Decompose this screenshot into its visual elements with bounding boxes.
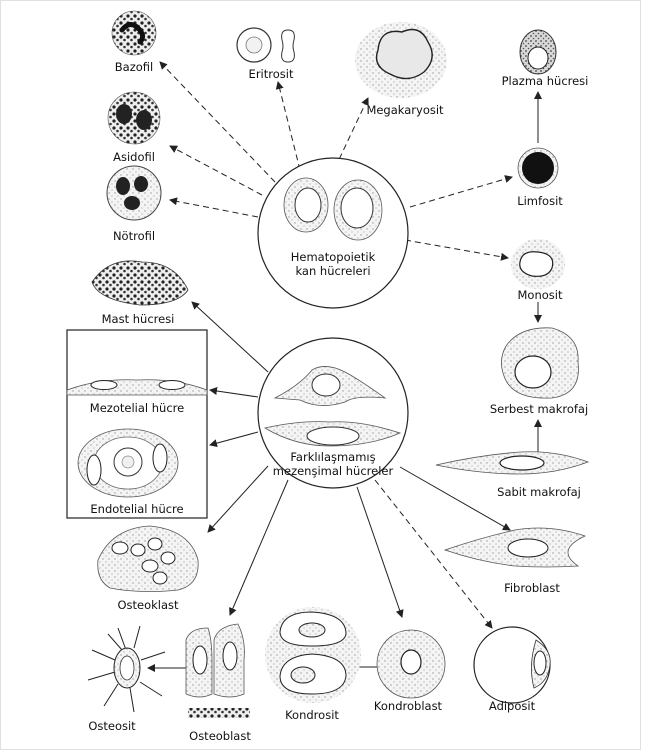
label-kondroblast: Kondroblast bbox=[373, 699, 443, 713]
monosit-cell bbox=[511, 239, 565, 289]
mesenchymal-arrows bbox=[147, 301, 511, 672]
endotelial-cell bbox=[77, 428, 179, 498]
bazofil-cell bbox=[111, 10, 157, 56]
kondrosit-cell bbox=[265, 607, 361, 703]
label-adiposit: Adiposit bbox=[488, 699, 536, 713]
arrow-to-megakaryosit bbox=[334, 97, 369, 169]
arrow-to-osteoblast bbox=[229, 479, 289, 616]
hematopoietic-label-line1: Hematopoietik bbox=[290, 250, 376, 264]
hematopoietic-arrows bbox=[159, 61, 513, 261]
arrow-to-adiposit bbox=[374, 479, 493, 629]
arrow-to-endotelial bbox=[209, 431, 259, 448]
label-monosit: Monosit bbox=[517, 288, 563, 302]
kondroblast-cell bbox=[376, 629, 446, 699]
label-mezotelial: Mezotelial hücre bbox=[89, 401, 185, 415]
label-asidofil: Asidofil bbox=[113, 150, 155, 164]
arrow-to-notrofil bbox=[169, 197, 259, 218]
label-kondrosit: Kondrosit bbox=[285, 708, 339, 722]
fibroblast-cell bbox=[443, 527, 587, 568]
osteosit-cell bbox=[87, 625, 166, 713]
mesenchymal-cells bbox=[263, 366, 402, 447]
arrow-to-mezotelial bbox=[209, 387, 259, 398]
mast-cell bbox=[91, 260, 189, 306]
plazma-cell bbox=[519, 29, 557, 75]
hematopoietic-circle bbox=[257, 157, 409, 309]
arrow-to-fibroblast bbox=[399, 466, 511, 531]
megakaryosit-cell bbox=[355, 22, 447, 98]
label-osteoklast: Osteoklast bbox=[117, 598, 179, 612]
osteoklast-cell bbox=[97, 525, 199, 592]
mesenchymal-label-line1: Farklılaşmamış bbox=[290, 450, 376, 464]
hematopoietic-label: Hematopoietik kan hücreleri bbox=[291, 250, 376, 278]
arrow-to-kondroblast bbox=[356, 486, 404, 618]
label-eritrosit: Eritrosit bbox=[248, 67, 294, 81]
label-fibroblast: Fibroblast bbox=[504, 581, 560, 595]
epithelial-box bbox=[66, 329, 208, 519]
asidofil-cell bbox=[107, 91, 161, 145]
arrow-to-asidofil bbox=[169, 145, 263, 196]
arrow-to-osteoklast bbox=[207, 465, 269, 533]
label-osteoblast: Osteoblast bbox=[189, 729, 251, 743]
arrow-to-bazofil bbox=[159, 61, 276, 183]
arrow-to-limfosit bbox=[409, 175, 513, 208]
sabit-makrofaj-cell bbox=[435, 451, 590, 475]
label-bazofil: Bazofil bbox=[114, 60, 154, 74]
mezotelial-cell bbox=[66, 379, 208, 396]
hematopoietic-cells bbox=[283, 177, 383, 241]
label-serbest: Serbest makrofaj bbox=[489, 402, 589, 416]
mesenchymal-label-line2: mezenşimal hücreler bbox=[272, 464, 394, 478]
label-megakaryosit: Megakaryosit bbox=[366, 103, 444, 117]
mesenchymal-circle bbox=[257, 337, 409, 489]
osteoblast-cell bbox=[185, 623, 250, 718]
label-sabit: Sabit makrofaj bbox=[497, 485, 581, 499]
label-endotelial: Endotelial hücre bbox=[90, 502, 184, 516]
arrow-to-eritrosit bbox=[275, 81, 301, 171]
limfosit-cell bbox=[517, 147, 559, 189]
arrow-to-monosit bbox=[404, 239, 509, 261]
label-osteosit: Osteosit bbox=[88, 719, 136, 733]
arrow-to-mast bbox=[191, 301, 269, 373]
label-limfosit: Limfosit bbox=[517, 194, 563, 208]
mesenchymal-label: Farklılaşmamış mezenşimal hücreler bbox=[273, 450, 393, 478]
hematopoietic-label-line2: kan hücreleri bbox=[295, 264, 371, 278]
label-mast: Mast hücresi bbox=[101, 312, 175, 326]
label-plazma: Plazma hücresi bbox=[501, 74, 589, 88]
label-notrofil: Nötrofil bbox=[112, 229, 156, 243]
adiposit-cell bbox=[473, 626, 551, 704]
notrofil-cell bbox=[106, 165, 162, 221]
eritrosit-cell bbox=[236, 27, 295, 63]
serbest-makrofaj-cell bbox=[501, 327, 579, 399]
